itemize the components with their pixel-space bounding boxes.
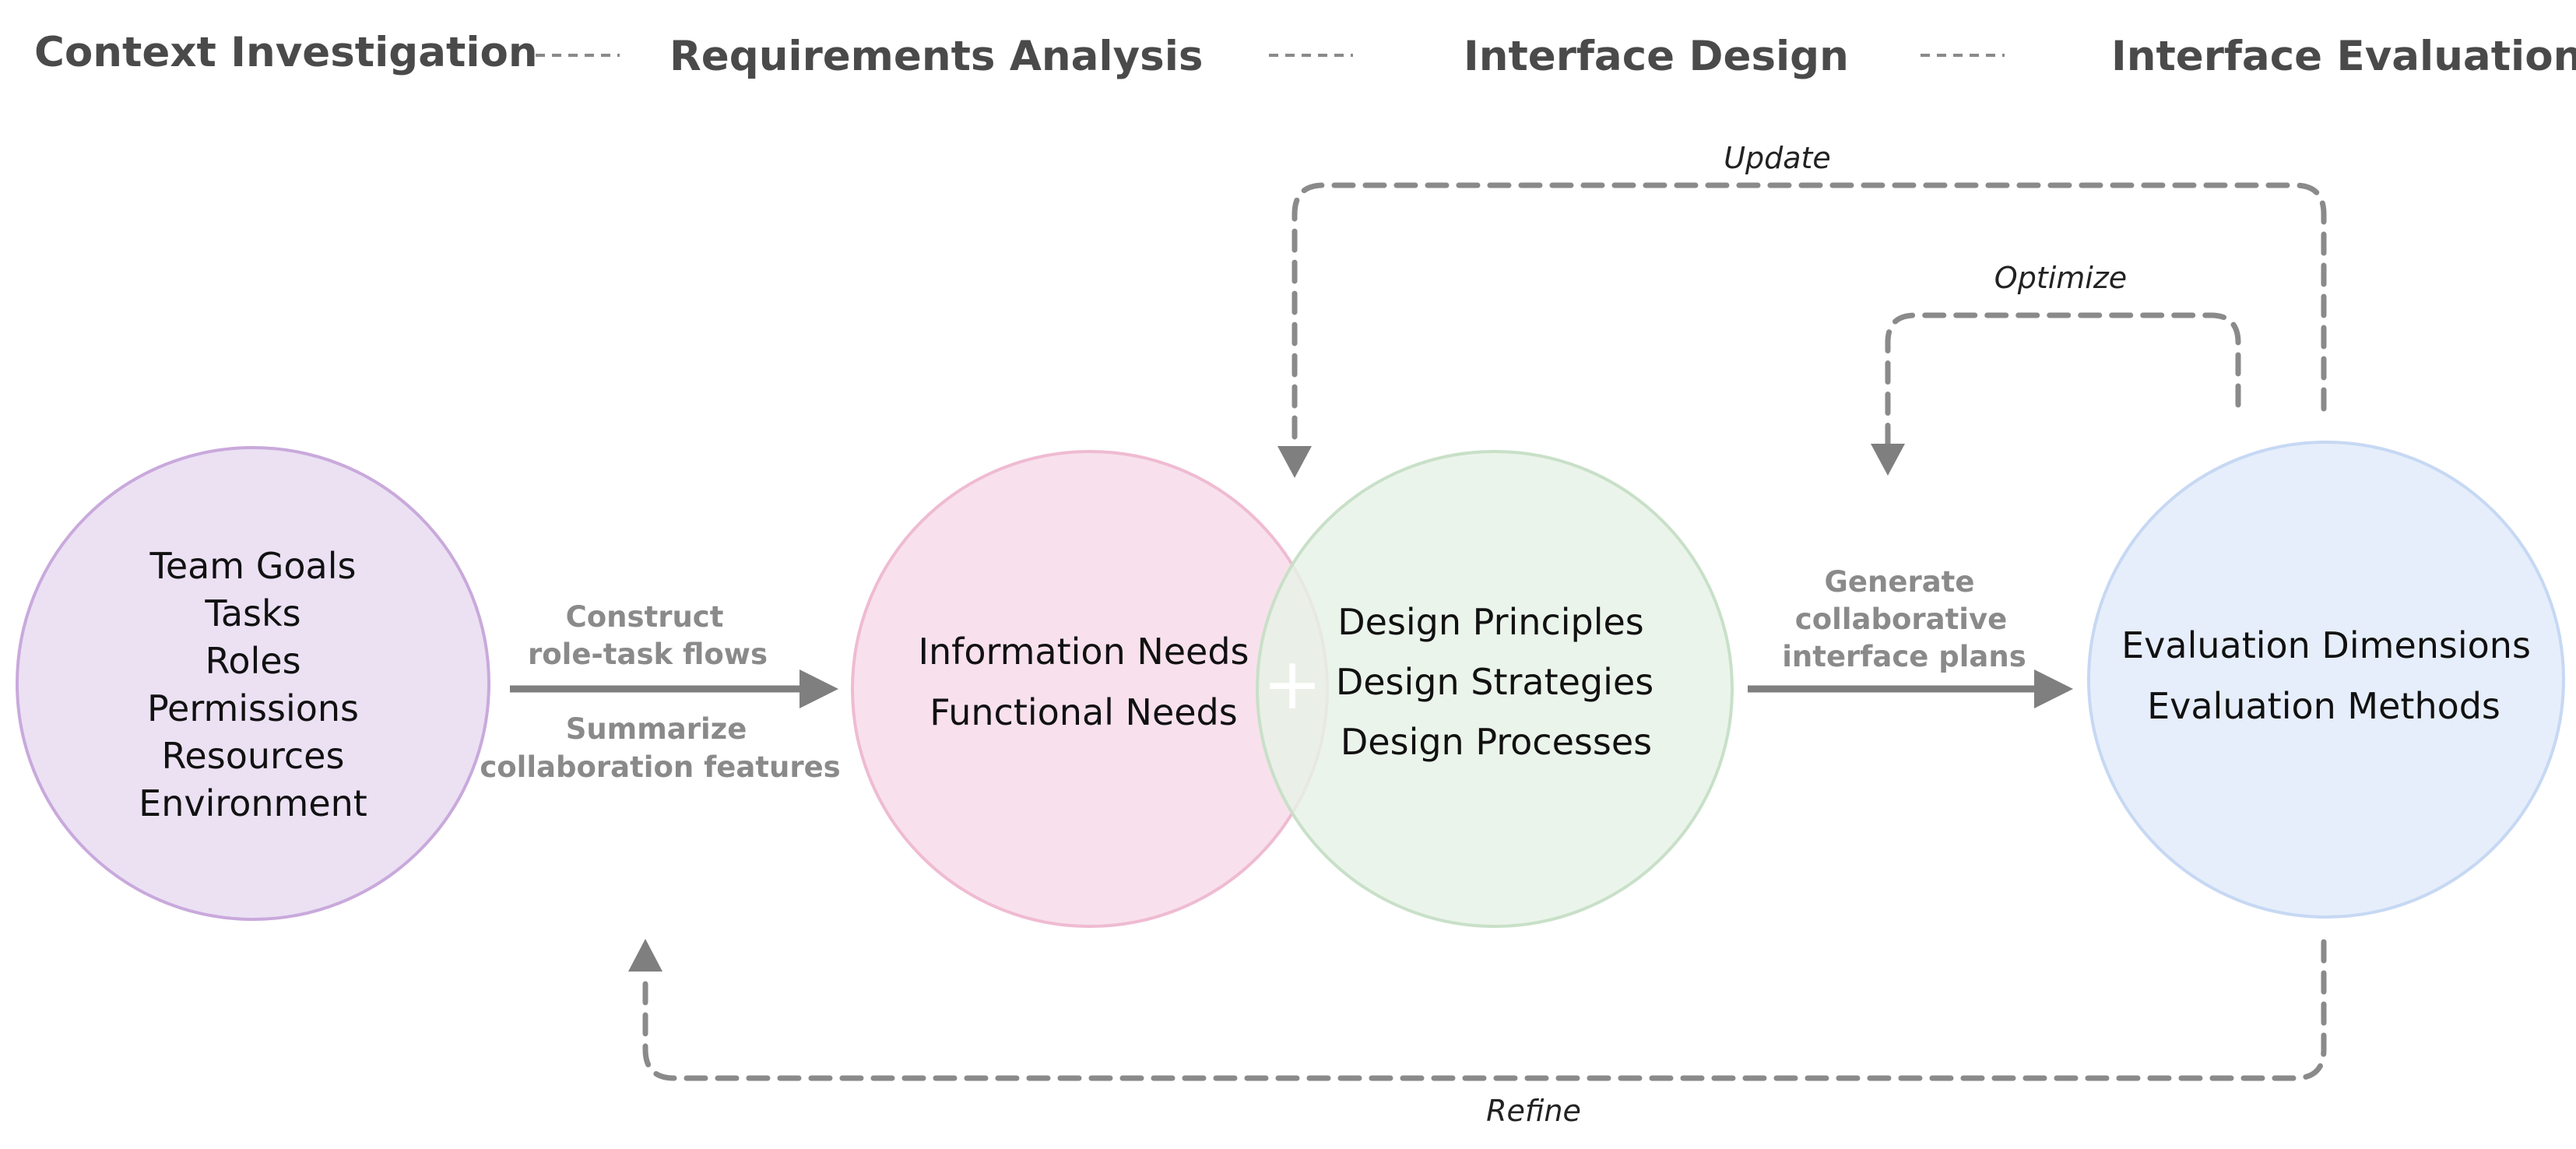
- context-item-environment: Environment: [139, 782, 367, 824]
- design-item-processes: Design Processes: [1341, 721, 1652, 763]
- context-item-team-goals: Team Goals: [149, 545, 357, 587]
- requirements-item-functional-needs: Functional Needs: [930, 691, 1237, 733]
- context-item-permissions: Permissions: [147, 687, 359, 729]
- stage-interface-evaluation: Interface Evaluation: [2111, 33, 2576, 80]
- stage-requirements-analysis: Requirements Analysis: [669, 33, 1203, 80]
- design-item-strategies: Design Strategies: [1336, 661, 1653, 703]
- plus-icon: +: [1262, 642, 1322, 726]
- stage-context-investigation: Context Investigation: [34, 29, 538, 76]
- refine-loop: [642, 939, 2327, 1081]
- arrow-construct-label-1: Construct: [566, 600, 724, 634]
- design-circle: [1256, 450, 1734, 928]
- context-item-resources: Resources: [162, 735, 345, 777]
- update-loop-head: [1277, 446, 1312, 478]
- requirements-item-information-needs: Information Needs: [918, 631, 1249, 673]
- optimize-loop: [1885, 312, 2241, 447]
- arrow-construct-head: [800, 669, 838, 708]
- arrow-construct-label-2: role-task flows: [528, 638, 768, 671]
- optimize-loop-label: Optimize: [1994, 261, 2127, 295]
- design-item-principles: Design Principles: [1337, 601, 1644, 643]
- update-loop-label: Update: [1724, 141, 1831, 175]
- optimize-loop-head: [1871, 444, 1905, 476]
- evaluation-item-methods: Evaluation Methods: [2147, 685, 2500, 727]
- evaluation-item-dimensions: Evaluation Dimensions: [2121, 624, 2531, 666]
- arrow-generate-label-3: interface plans: [1782, 640, 2026, 673]
- arrow-summarize-label-1: Summarize: [566, 712, 747, 746]
- refine-loop-head: [628, 939, 662, 972]
- stage-interface-design: Interface Design: [1464, 33, 1849, 80]
- arrow-generate-head: [2034, 669, 2073, 708]
- context-circle: [16, 446, 490, 921]
- arrow-summarize-label-2: collaboration features: [480, 750, 840, 784]
- context-item-roles: Roles: [205, 640, 300, 682]
- evaluation-circle: [2087, 441, 2565, 919]
- arrow-generate-label-1: Generate: [1825, 565, 1975, 599]
- refine-loop-label: Refine: [1486, 1094, 1581, 1128]
- update-loop: [1292, 182, 2327, 455]
- arrow-generate-label-2: collaborative: [1795, 603, 2007, 636]
- context-item-tasks: Tasks: [204, 592, 300, 634]
